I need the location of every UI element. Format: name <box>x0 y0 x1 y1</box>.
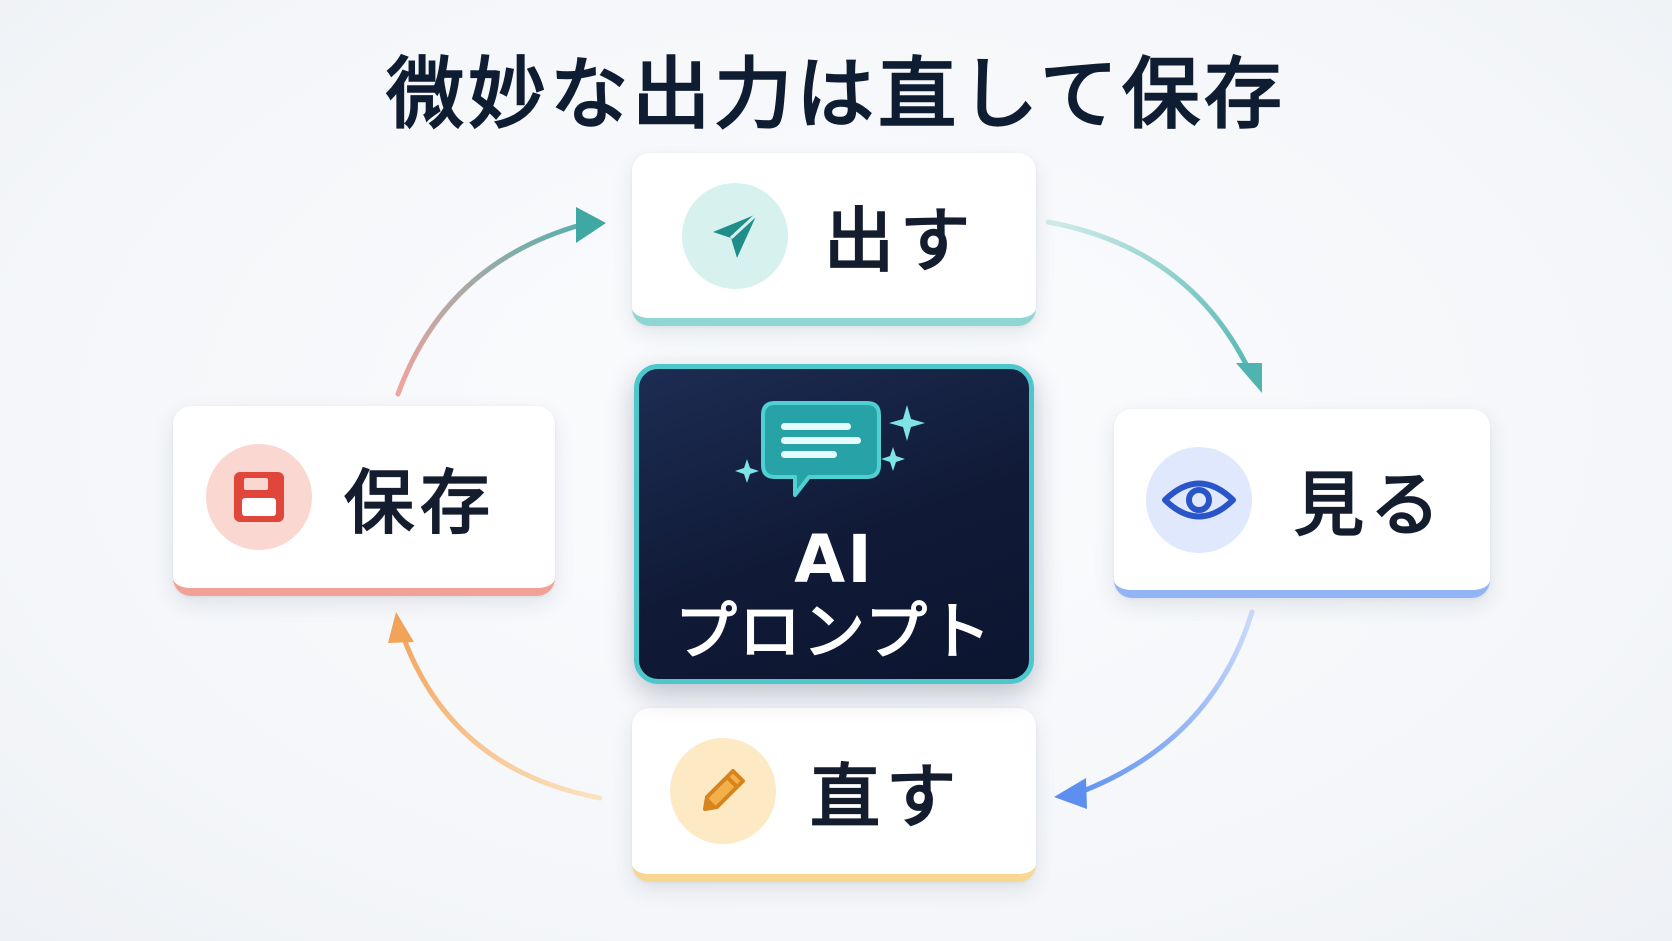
arrow-save-to-send <box>395 221 587 397</box>
step-label-save: 保存 <box>344 461 496 544</box>
arrow-fix-to-save <box>400 633 603 801</box>
step-label-send: 出す <box>824 200 976 282</box>
step-label-fix: 直す <box>810 755 962 838</box>
fix-icon-badge <box>670 738 776 844</box>
arrow-send-to-look <box>1045 219 1253 375</box>
arrow-look-to-fix <box>1075 609 1255 796</box>
look-icon-badge <box>1146 446 1252 553</box>
save-icon-badge <box>206 444 312 550</box>
eye-icon <box>1162 480 1236 519</box>
arrowhead-fix-to-save <box>388 612 414 643</box>
chat-bubble-sparkles-icon <box>735 401 925 497</box>
step-card-send: 出す <box>632 153 1036 326</box>
send-icon-badge <box>682 182 788 289</box>
step-card-save: 保存 <box>173 406 555 596</box>
center-title-ai: AI <box>794 521 874 598</box>
arrowhead-save-to-send <box>576 207 606 243</box>
center-title-prompt: プロンプト <box>674 595 994 668</box>
center-ai-prompt-box: AI プロンプト <box>634 364 1034 684</box>
pencil-icon <box>703 769 745 811</box>
arrowhead-send-to-look <box>1236 363 1262 393</box>
step-label-look: 見る <box>1294 464 1446 546</box>
step-card-look: 見る <box>1114 409 1490 598</box>
diagram-title: 微妙な出力は直して保存 <box>386 50 1286 140</box>
send-paper-plane-icon <box>713 212 759 258</box>
step-card-fix: 直す <box>632 708 1036 882</box>
arrowhead-look-to-fix <box>1054 778 1087 809</box>
floppy-save-icon <box>234 472 284 522</box>
